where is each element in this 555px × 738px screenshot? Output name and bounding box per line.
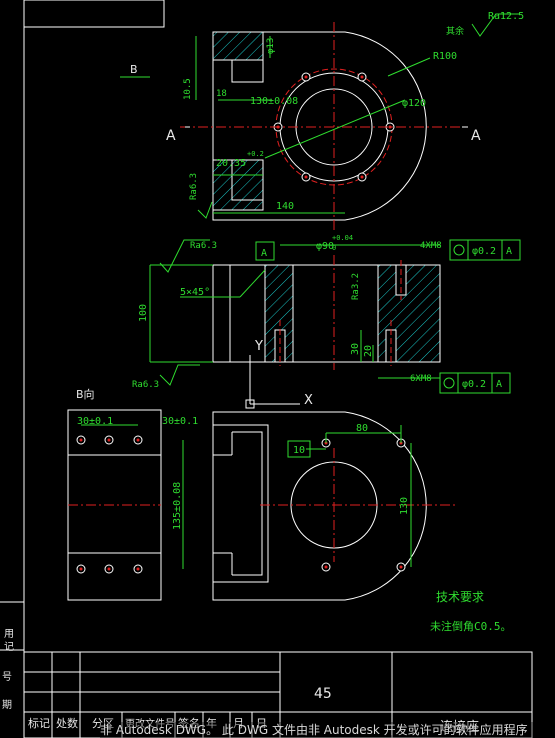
bottom-view <box>212 411 455 601</box>
roughness-symbol-a <box>197 201 213 219</box>
position-icon-2 <box>443 377 455 389</box>
tol-pos1: φ0.2 <box>472 246 496 257</box>
other-surfaces-label: 其余 <box>446 25 464 37</box>
tol-pos2: φ0.2 <box>462 379 486 390</box>
dim-18: 18 <box>216 89 227 99</box>
tb-label-day: 日 <box>256 717 267 730</box>
tb-label-zone: 分区 <box>92 717 114 730</box>
non-autodesk-banner: 非 Autodesk DWG。 此 DWG 文件由非 Autodesk 开发或许… <box>100 722 555 738</box>
tb-label-change-doc: 更改文件号 <box>125 717 175 730</box>
dim-phi90: φ90 <box>316 241 334 252</box>
dim-100: 100 <box>138 304 149 322</box>
datum-a-label: A <box>261 248 267 259</box>
top-view <box>180 22 460 232</box>
dim-20: 20 <box>363 345 374 357</box>
side-label-record: 记 <box>4 641 14 653</box>
dim-10: 10 <box>293 445 305 456</box>
dim-phi13: φ13 <box>266 38 276 54</box>
dim-6xm8: 6XM8 <box>410 374 432 384</box>
dim-20-35-tol: +0.2 <box>247 150 264 158</box>
front-section-dimension-lines <box>149 244 440 379</box>
b-view-dimension-lines <box>81 424 184 569</box>
roughness-ra63-c: Ra6.3 <box>132 380 159 390</box>
position-tolerance-frame-2 <box>439 372 511 394</box>
front-section <box>212 255 441 370</box>
tb-label-sign: 签名 <box>178 716 200 730</box>
tol-pos2-ref: A <box>496 379 502 390</box>
title-code: 45 <box>314 686 332 702</box>
tech-requirements-line: 未注倒角C0.5。 <box>430 619 512 633</box>
title-block <box>23 651 533 738</box>
dim-30-a: 30±0.1 <box>77 416 113 427</box>
side-label-number: 号 <box>2 671 12 683</box>
position-icon-1 <box>453 244 465 256</box>
section-a-right: A <box>471 128 481 144</box>
dim-10-5: 10.5 <box>183 78 193 100</box>
roughness-symbol-c <box>159 364 200 386</box>
roughness-ra32: Ra3.2 <box>351 273 361 300</box>
b-view-label: B向 <box>76 387 95 401</box>
dim-r100: R100 <box>433 51 457 62</box>
ucs-x-label: X <box>304 393 313 408</box>
ucs-icon <box>245 355 300 409</box>
dim-30: 30 <box>350 343 361 355</box>
ucs-y-label: Y <box>254 339 263 354</box>
dim-130: 130±0.08 <box>250 96 298 107</box>
tb-label-mark: 标记 <box>28 716 50 730</box>
roughness-ra63-a: Ra6.3 <box>189 173 199 200</box>
top-view-dimension-lines <box>195 36 345 214</box>
dim-chamfer: 5×45° <box>180 287 210 298</box>
tb-label-year: 年 <box>206 716 217 730</box>
roughness-ra63-b: Ra6.3 <box>190 241 217 251</box>
tol-pos1-ref: A <box>506 246 512 257</box>
roughness-symbol-main <box>471 13 520 37</box>
dim-80: 80 <box>356 423 368 434</box>
dim-140: 140 <box>276 201 294 212</box>
dim-30-b: 30±0.1 <box>162 416 198 427</box>
b-view <box>67 409 162 601</box>
view-arrow-b-label: B <box>130 63 138 76</box>
tech-requirements-heading: 技术要求 <box>436 590 484 604</box>
side-label-use: 用 <box>4 629 14 640</box>
roughness-symbol-b <box>159 239 210 273</box>
dim-phi120: φ120 <box>402 98 426 109</box>
position-tolerance-frame-1 <box>449 239 521 261</box>
tb-label-count: 处数 <box>56 717 78 730</box>
datum-a-box <box>255 241 275 261</box>
side-label-date: 期 <box>2 699 12 711</box>
dim-20-35: 20.35 <box>216 158 246 169</box>
dim-135: 135±0.08 <box>172 482 183 530</box>
sheet-border <box>0 0 165 738</box>
dim-10-box <box>287 440 311 458</box>
tb-label-month: 月 <box>233 717 244 730</box>
dim-phi90-zero: 0 <box>332 244 336 252</box>
bottom-view-dimension-lines <box>306 425 412 567</box>
dim-phi90-tol: +0.04 <box>332 234 353 242</box>
part-name: 连接座 <box>440 719 479 735</box>
dim-4xm8: 4XM8 <box>420 241 442 251</box>
roughness-main-label: Ra12.5 <box>488 11 524 22</box>
dim-130b: 130 <box>399 497 410 515</box>
section-a-left: A <box>166 128 176 144</box>
